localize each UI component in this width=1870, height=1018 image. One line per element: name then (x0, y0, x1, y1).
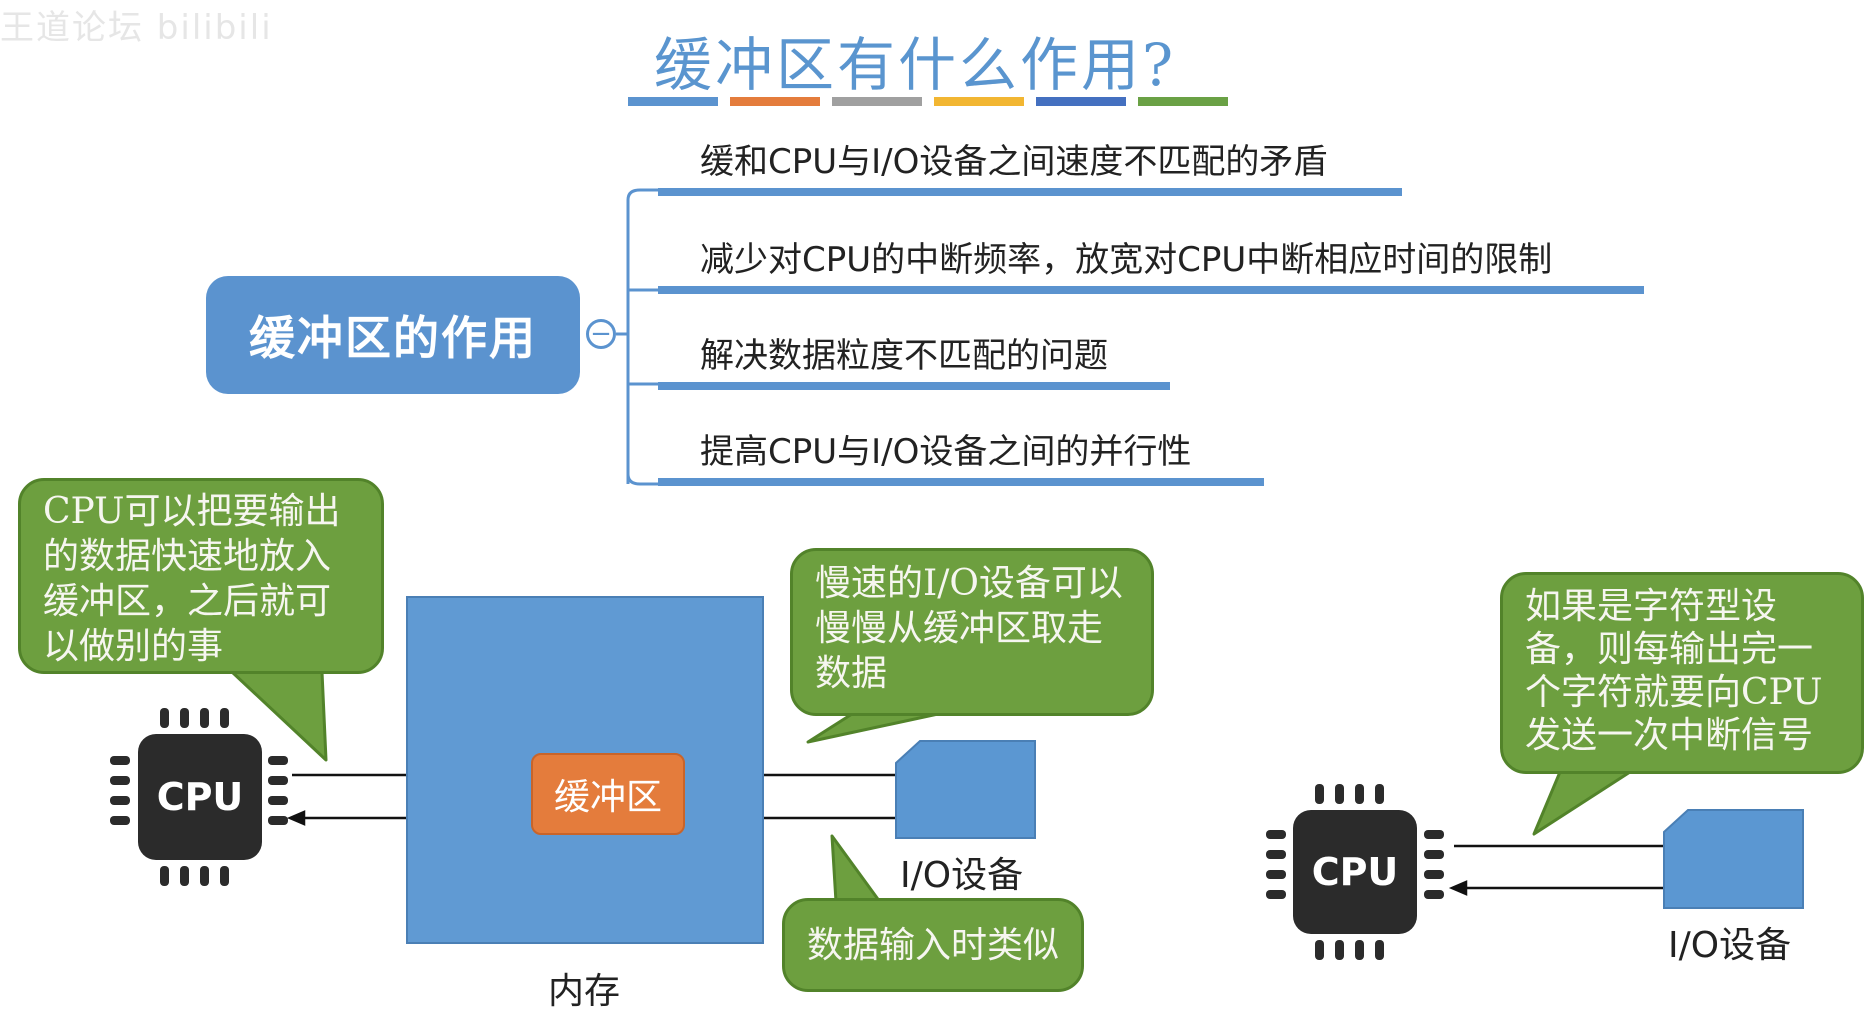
branch-underline-2 (658, 286, 1644, 294)
io-device-shape-left (895, 740, 1036, 839)
watermark: 王道论坛 bilibili (0, 8, 273, 48)
cpu-chip-left (110, 708, 288, 886)
cpu-label-left: CPU (156, 775, 244, 819)
io-device-shape-right (1663, 809, 1804, 909)
bubble-cpu-output: CPU可以把要输出的数据快速地放入缓冲区，之后就可以做别的事 (18, 478, 384, 674)
mindmap-center-node[interactable]: 缓冲区的作用 (206, 276, 580, 394)
cpu-chip-right (1266, 784, 1444, 960)
bubble-tail-io (806, 712, 940, 744)
mindmap-branch-3[interactable]: 解决数据粒度不匹配的问题 (700, 336, 1108, 376)
mindmap-branch-1[interactable]: 缓和CPU与I/O设备之间速度不匹配的矛盾 (700, 142, 1328, 182)
io-device-label-right: I/O设备 (1668, 925, 1792, 966)
title-bar-segment (1138, 97, 1228, 106)
branch-underline-3 (658, 382, 1170, 390)
bubble-input-similar: 数据输入时类似 (782, 898, 1084, 992)
slide-title: 缓冲区有什么作用? (653, 31, 1177, 99)
title-bar-segment (628, 97, 718, 106)
memory-label: 内存 (548, 971, 621, 1012)
mindmap-connector (616, 188, 660, 486)
buffer-block: 缓冲区 (531, 753, 685, 835)
title-bar-segment (832, 97, 922, 106)
bubble-tail-char (1532, 770, 1632, 836)
bubble-char-device: 如果是字符型设备，则每输出完一个字符就要向CPU发送一次中断信号 (1500, 572, 1864, 774)
collapse-toggle-button[interactable]: − (586, 319, 616, 349)
cpu-label-right: CPU (1311, 850, 1399, 894)
mindmap-branch-2[interactable]: 减少对CPU的中断频率，放宽对CPU中断相应时间的限制 (700, 240, 1553, 280)
branch-underline-1 (658, 188, 1402, 196)
title-bar-segment (1036, 97, 1126, 106)
io-device-label-left: I/O设备 (900, 855, 1024, 896)
branch-underline-4 (658, 478, 1264, 486)
right-arrows (1448, 838, 1696, 896)
bubble-tail-input (830, 834, 882, 904)
title-bar-segment (934, 97, 1024, 106)
mindmap-branch-4[interactable]: 提高CPU与I/O设备之间的并行性 (700, 432, 1192, 472)
bubble-io-slow: 慢速的I/O设备可以慢慢从缓冲区取走数据 (790, 548, 1154, 716)
title-bar-segment (730, 97, 820, 106)
